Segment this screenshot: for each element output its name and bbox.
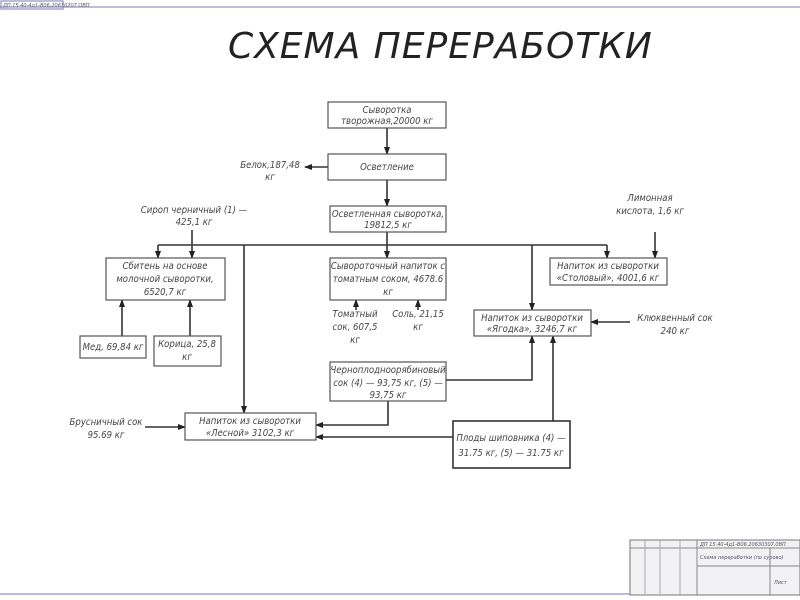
svg-text:Лимонная: Лимонная [626, 193, 672, 204]
node-cinnamon: Корица, 25,8 кг [153, 335, 222, 367]
label-citric-acid: Лимонная кислота, 1,6 кг [616, 193, 684, 217]
label-protein: Белок,187,48 кг [240, 160, 300, 183]
label-syrup: Сироп черничный (1) — 425,1 кг [141, 205, 248, 228]
svg-text:Осветление: Осветление [360, 162, 414, 173]
connectors [119, 128, 658, 440]
svg-text:молочной сыворотки,: молочной сыворотки, [116, 274, 213, 285]
svg-text:95.69 кг: 95.69 кг [88, 430, 125, 441]
node-lesnoy: Напиток из сыворотки «Лесной» 3102,3 кг [184, 412, 317, 441]
svg-text:кг: кг [350, 335, 360, 346]
node-chokeberry-juice: Черноплодноорябиновый сок (4) — 93,75 кг… [329, 361, 447, 402]
svg-text:93,75 кг: 93,75 кг [370, 390, 407, 401]
svg-text:кг: кг [182, 352, 192, 363]
svg-text:«Лесной» 3102,3 кг: «Лесной» 3102,3 кг [206, 428, 295, 439]
svg-text:Черноплодноорябиновый: Черноплодноорябиновый [330, 365, 446, 376]
svg-text:сок (4) — 93,75 кг, (5) —: сок (4) — 93,75 кг, (5) — [333, 378, 443, 389]
svg-text:Схема переработки (по сурово): Схема переработки (по сурово) [700, 555, 784, 561]
svg-text:425,1 кг: 425,1 кг [176, 217, 213, 228]
node-stolovy: Напиток из сыворотки «Столовый», 4001,6 … [549, 257, 668, 286]
svg-text:Томатный: Томатный [333, 309, 378, 320]
svg-text:Соль, 21,15: Соль, 21,15 [392, 309, 444, 320]
svg-text:19812,5 кг: 19812,5 кг [364, 220, 412, 231]
svg-text:Напиток из сыворотки: Напиток из сыворотки [199, 416, 301, 427]
svg-text:кг: кг [383, 287, 393, 298]
svg-text:кг: кг [413, 322, 423, 333]
svg-text:Корица, 25,8: Корица, 25,8 [158, 339, 216, 350]
node-tomato-drink: Сывороточный напиток с томатным соком, 4… [329, 257, 447, 301]
node-raw-whey: Сыворотка творожная,20000 кг [327, 101, 447, 129]
corner-stamp-text: ДП 15.40-4д1-В06.20630207.ОВП [2, 3, 90, 9]
svg-text:Лист: Лист [773, 580, 788, 586]
svg-text:Сыворотка: Сыворотка [362, 105, 411, 116]
svg-text:Сироп черничный (1) —: Сироп черничный (1) — [141, 205, 248, 216]
svg-text:Мед, 69,84 кг: Мед, 69,84 кг [83, 342, 144, 353]
node-rosehip: Плоды шиповника (4) — 31.75 кг, (5) — 31… [452, 420, 571, 469]
node-honey: Мед, 69,84 кг [79, 335, 147, 359]
svg-text:«Столовый», 4001,6 кг: «Столовый», 4001,6 кг [557, 273, 660, 284]
svg-text:Сбитень на основе: Сбитень на основе [123, 261, 208, 272]
label-tomato-juice: Томатный сок, 607,5 кг [333, 309, 378, 346]
svg-text:Белок,187,48: Белок,187,48 [240, 160, 300, 171]
svg-text:240 кг: 240 кг [661, 326, 690, 337]
svg-text:сок, 607,5: сок, 607,5 [333, 322, 378, 333]
svg-text:кг: кг [265, 172, 275, 183]
svg-text:Осветленная сыворотка,: Осветленная сыворотка, [332, 209, 444, 220]
node-yagodka: Напиток из сыворотки «Ягодка», 3246,7 кг [473, 309, 592, 337]
svg-text:6520,7 кг: 6520,7 кг [144, 287, 187, 298]
svg-text:Сывороточный напиток с: Сывороточный напиток с [331, 261, 446, 272]
node-clarified-whey: Осветленная сыворотка, 19812,5 кг [329, 205, 447, 233]
label-salt: Соль, 21,15 кг [392, 309, 444, 333]
label-cranberry-juice: Клюквенный сок 240 кг [637, 313, 713, 337]
svg-text:Плоды шиповника (4) —: Плоды шиповника (4) — [456, 433, 566, 444]
svg-text:ДП 15.40-4д1-В06.20630307.0ВП: ДП 15.40-4д1-В06.20630307.0ВП [699, 542, 786, 548]
svg-text:Напиток из сыворотки: Напиток из сыворотки [557, 261, 659, 272]
node-sbiten: Сбитень на основе молочной сыворотки, 65… [105, 257, 226, 301]
svg-text:кислота, 1,6 кг: кислота, 1,6 кг [616, 206, 684, 217]
diagram-title: СХЕМА ПЕРЕРАБОТКИ [228, 26, 653, 67]
svg-text:Клюквенный сок: Клюквенный сок [637, 313, 713, 324]
label-lingonberry-juice: Брусничный сок 95.69 кг [70, 417, 144, 441]
svg-text:томатным соком, 4678.6: томатным соком, 4678.6 [333, 274, 444, 285]
node-clarification: Осветление [327, 153, 447, 181]
svg-text:творожная,20000 кг: творожная,20000 кг [341, 116, 433, 127]
svg-text:«Ягодка», 3246,7 кг: «Ягодка», 3246,7 кг [487, 324, 578, 335]
svg-text:Напиток из сыворотки: Напиток из сыворотки [481, 313, 583, 324]
title-block: ДП 15.40-4д1-В06.20630307.0ВП Схема пере… [629, 539, 800, 596]
svg-text:31.75 кг, (5) — 31.75 кг: 31.75 кг, (5) — 31.75 кг [458, 448, 564, 459]
corner-stamp [0, 0, 64, 10]
svg-text:Брусничный сок: Брусничный сок [70, 417, 144, 428]
